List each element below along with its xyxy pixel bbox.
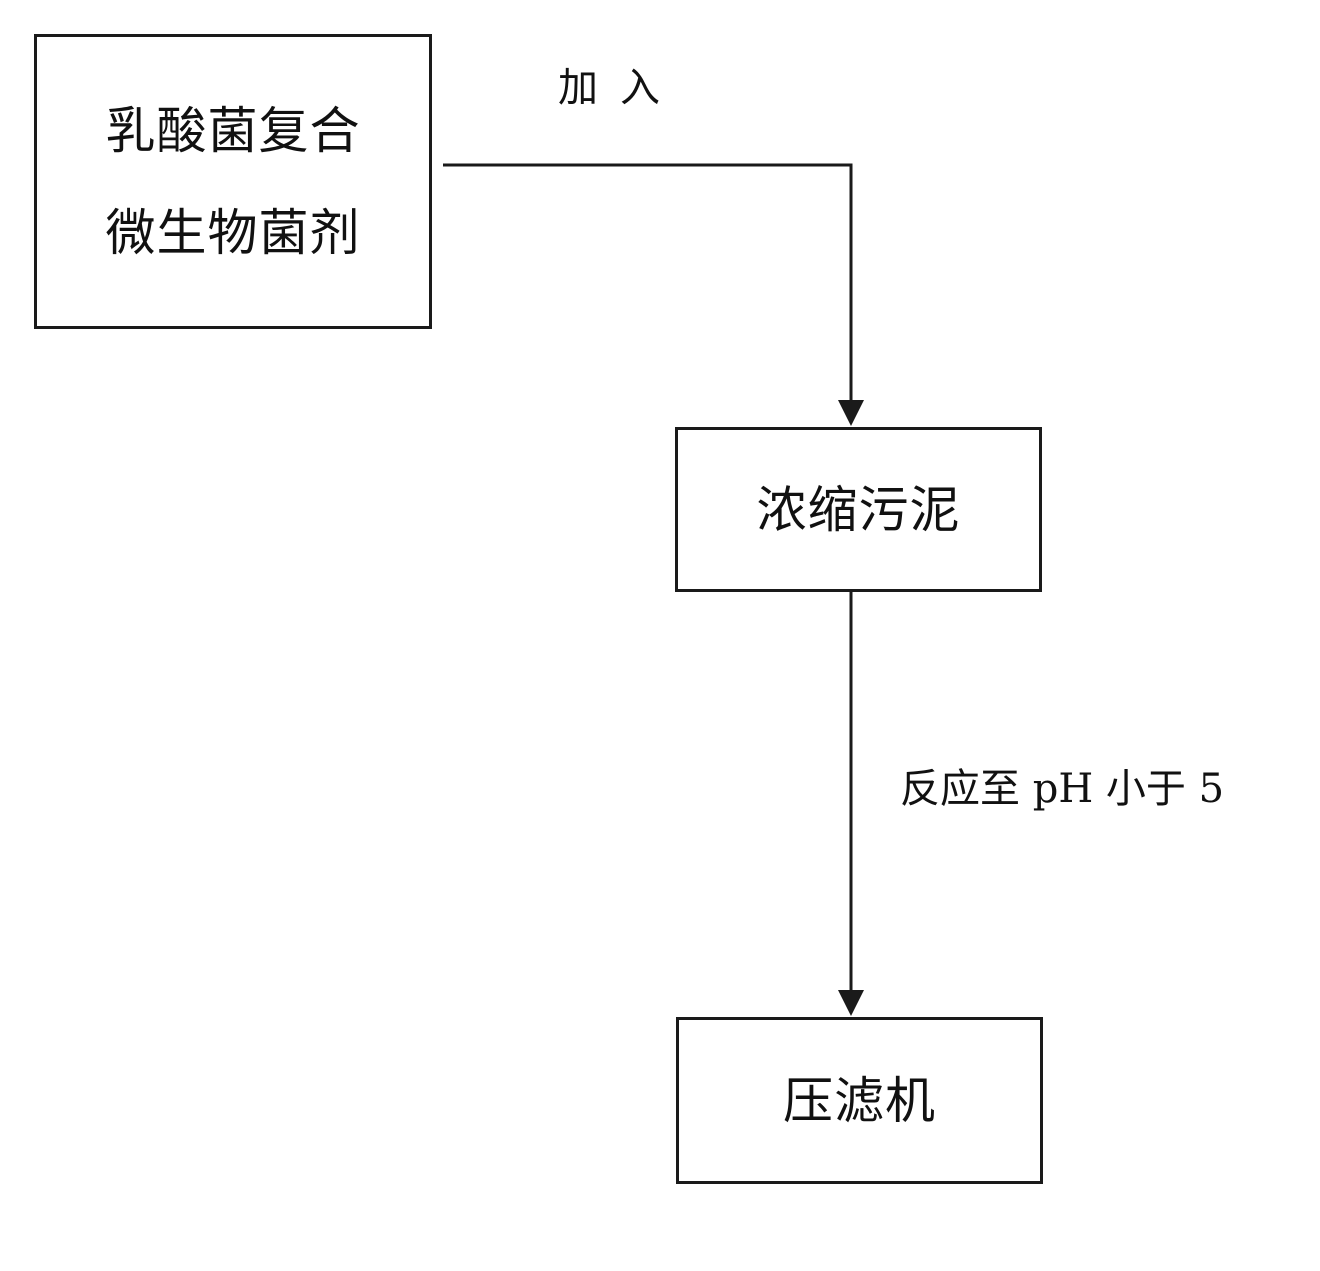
node-filter-press: 压滤机 bbox=[676, 1017, 1043, 1184]
node-label: 浓缩污泥 bbox=[756, 480, 961, 539]
edge-agent-to-sludge bbox=[443, 163, 853, 402]
edge-label-add: 加入 bbox=[558, 65, 682, 111]
node-label-line-2: 微生物菌剂 bbox=[105, 203, 361, 262]
node-label: 压滤机 bbox=[783, 1071, 936, 1130]
edge-label-react: 反应至 pH 小于 5 bbox=[900, 766, 1225, 812]
connector-line bbox=[443, 163, 853, 402]
arrowhead-icon bbox=[838, 990, 864, 1016]
node-label-line-1: 乳酸菌复合 bbox=[105, 101, 361, 160]
node-lactobacillus-agent: 乳酸菌复合 微生物菌剂 bbox=[34, 34, 432, 329]
node-concentrated-sludge: 浓缩污泥 bbox=[675, 427, 1042, 592]
arrowhead-icon bbox=[838, 400, 864, 426]
